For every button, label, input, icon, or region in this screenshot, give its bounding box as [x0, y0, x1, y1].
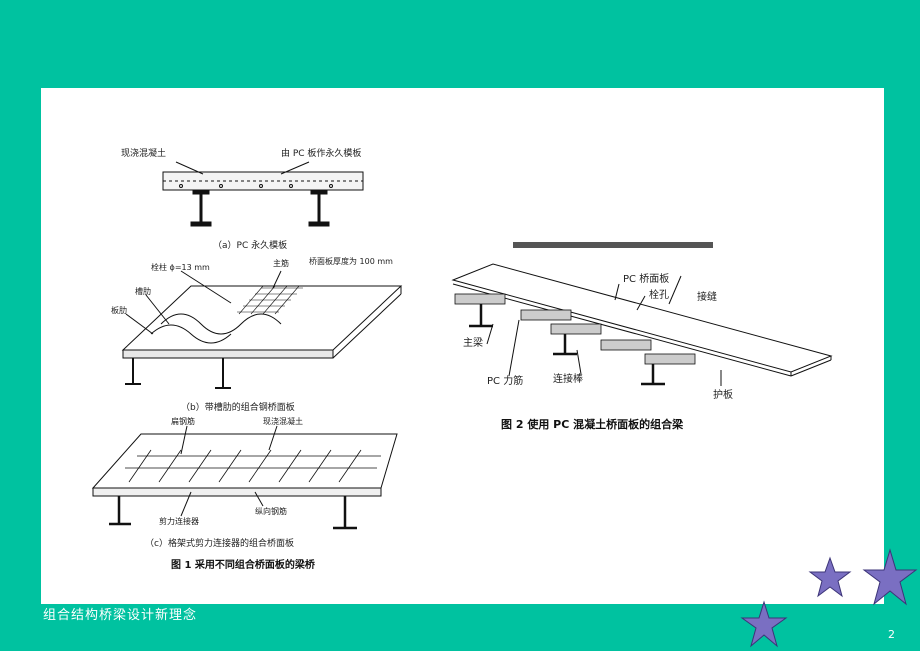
- star-icon: [808, 556, 852, 598]
- figure-1a-drawing: [162, 161, 364, 227]
- fig1a-label-formwork: 由 PC 板作永久模板: [281, 147, 361, 159]
- fig2-label-joint: 接缝: [697, 290, 717, 303]
- fig2-label-connector: 连接棒: [553, 372, 583, 385]
- fig2-label-main-girder: 主梁: [463, 336, 483, 349]
- star-icon: [740, 600, 788, 648]
- star-icon: [862, 548, 918, 606]
- fig1b-label-thickness: 桥面板厚度为 100 mm: [309, 256, 393, 266]
- fig1c-label-flat-steel: 扁钢筋: [171, 416, 195, 426]
- fig1b-caption: （b）带槽肋的组合钢桥面板: [181, 401, 295, 413]
- footer-title: 组合结构桥梁设计新理念: [43, 608, 198, 623]
- slide-content-panel: 现浇混凝土 由 PC 板作永久模板 （a）PC 永久模板 栓柱 ϕ=13 mm …: [41, 88, 884, 604]
- figure-1c-drawing: [91, 425, 398, 530]
- fig1b-label-stud: 栓柱 ϕ=13 mm: [151, 262, 210, 272]
- figure-2-caption: 图 2 使用 PC 混凝土桥面板的组合梁: [501, 417, 684, 431]
- fig2-label-guard-plate: 护板: [713, 388, 733, 401]
- fig1a-caption: （a）PC 永久模板: [213, 239, 287, 251]
- fig2-label-pc-deck: PC 桥面板: [623, 272, 669, 285]
- fig1b-label-rib: 槽肋: [135, 286, 151, 296]
- page-number: 2: [888, 628, 895, 641]
- fig1c-caption: （c）格架式剪力连接器的组合桥面板: [145, 537, 294, 549]
- bridge-diagrams: 现浇混凝土 由 PC 板作永久模板 （a）PC 永久模板 栓柱 ϕ=13 mm …: [91, 147, 833, 571]
- fig2-label-pc-tendon: PC 力筋: [487, 374, 523, 387]
- figure-1-caption: 图 1 采用不同组合桥面板的梁桥: [171, 558, 316, 571]
- fig2-label-bolt-hole: 栓孔: [649, 288, 669, 301]
- fig1a-label-concrete: 现浇混凝土: [121, 147, 166, 159]
- fig1b-label-stiffener: 板肋: [111, 305, 127, 315]
- fig1c-label-shear: 剪力连接器: [159, 516, 199, 526]
- fig1b-label-main-rebar: 主筋: [273, 258, 289, 268]
- fig1c-label-cast-concrete: 现浇混凝土: [263, 416, 303, 426]
- figure-2-drawing: [451, 242, 833, 386]
- figure-1b-drawing: [121, 270, 403, 389]
- fig1c-label-longitudinal: 纵向钢筋: [255, 506, 287, 516]
